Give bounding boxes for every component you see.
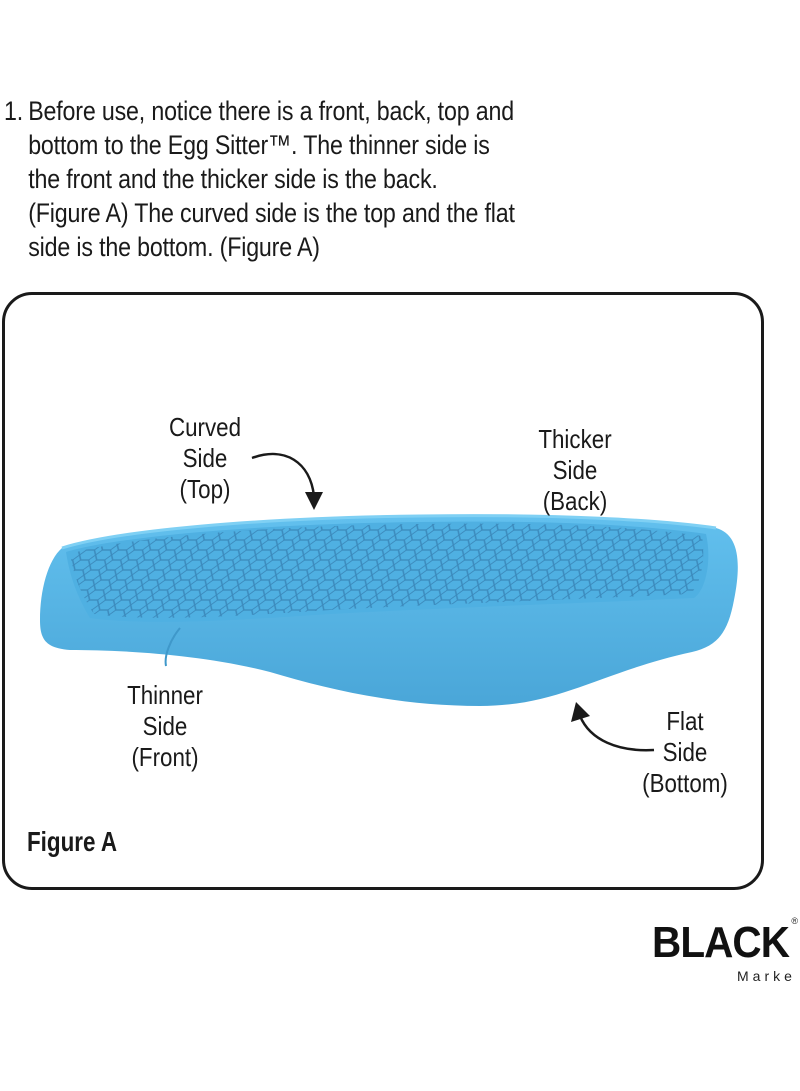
curved-side-arrow bbox=[251, 452, 323, 510]
step-line: side is the bottom. (Figure A) bbox=[28, 232, 320, 262]
label-line: Curved bbox=[168, 412, 242, 442]
brand-name: BLACK bbox=[652, 918, 790, 967]
figure-frame bbox=[2, 292, 764, 890]
label-line: (Back) bbox=[542, 486, 608, 516]
label-line: (Bottom) bbox=[642, 768, 728, 798]
label-line: Thinner bbox=[127, 680, 203, 710]
step-line: (Figure A) The curved side is the top an… bbox=[28, 198, 515, 228]
step-line: Before use, notice there is a front, bac… bbox=[28, 96, 514, 126]
label-line: Side bbox=[552, 455, 598, 485]
instructions: 1. Before use, notice there is a front, … bbox=[4, 94, 784, 264]
cushion-rim bbox=[61, 514, 717, 550]
label-flat-side: Flat Side (Bottom) bbox=[612, 706, 758, 799]
cushion-seam bbox=[164, 627, 181, 667]
step-line: the front and the thicker side is the ba… bbox=[28, 164, 438, 194]
label-line: Flat bbox=[666, 706, 704, 736]
flat-side-arrow bbox=[571, 702, 655, 752]
label-line: Side bbox=[662, 737, 708, 767]
label-thinner-side: Thinner Side (Front) bbox=[96, 680, 234, 773]
step-number: 1. bbox=[4, 96, 24, 126]
registered-mark: ® bbox=[791, 916, 798, 926]
label-line: Thicker bbox=[538, 424, 612, 454]
label-line: (Front) bbox=[131, 742, 199, 772]
instruction-step: 1. Before use, notice there is a front, … bbox=[4, 94, 778, 264]
step-text: Before use, notice there is a front, bac… bbox=[28, 94, 515, 264]
label-line: (Top) bbox=[179, 474, 231, 504]
label-thicker-side: Thicker Side (Back) bbox=[506, 424, 644, 517]
label-line: Side bbox=[182, 443, 228, 473]
label-line: Side bbox=[142, 711, 188, 741]
step-line: bottom to the Egg Sitter™. The thinner s… bbox=[28, 130, 490, 160]
label-curved-side: Curved Side (Top) bbox=[141, 412, 270, 505]
brand-logo: BLACK ® Marke bbox=[652, 916, 800, 988]
figure-title: Figure A bbox=[27, 826, 118, 857]
brand-subtitle: Marke bbox=[737, 968, 796, 984]
cushion-grid bbox=[70, 523, 704, 618]
